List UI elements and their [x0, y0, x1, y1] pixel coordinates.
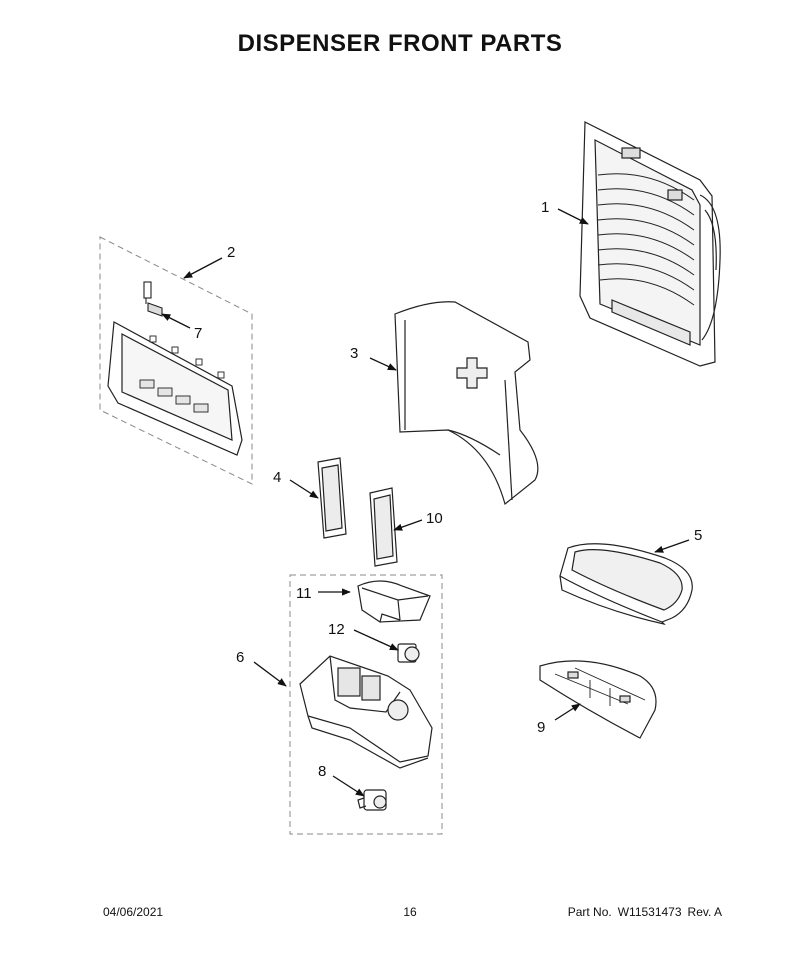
- part-10-trim-pad[interactable]: [369, 487, 398, 567]
- part-12-actuator[interactable]: [397, 643, 420, 663]
- callout-1: 1: [541, 199, 549, 216]
- callout-11: 11: [296, 585, 312, 602]
- part-3-cover-panel[interactable]: [394, 301, 539, 506]
- callout-5: 5: [694, 527, 702, 544]
- part-1-dispenser-housing[interactable]: [579, 121, 721, 367]
- callout-9: 9: [537, 719, 545, 736]
- callout-12: 12: [328, 621, 345, 638]
- part-2-group-outline: [99, 236, 253, 485]
- callout-4: 4: [273, 469, 281, 486]
- part-7-switch[interactable]: [143, 281, 163, 317]
- part-8-solenoid[interactable]: [357, 789, 387, 811]
- leader-arrows: [161, 208, 690, 797]
- part-4-trim-pad[interactable]: [317, 457, 347, 539]
- part-11-chute[interactable]: [357, 580, 431, 623]
- part-6-group-outline: [289, 574, 443, 835]
- part-number-value: W11531473: [617, 905, 682, 919]
- part-6-dispenser-module[interactable]: [299, 655, 433, 769]
- footer-page-number: 16: [403, 905, 417, 919]
- part-2-interface-bezel[interactable]: [107, 321, 243, 456]
- callout-2: 2: [227, 244, 235, 261]
- page-title: DISPENSER FRONT PARTS: [237, 30, 563, 57]
- callout-10: 10: [426, 510, 443, 527]
- callout-3: 3: [350, 345, 358, 362]
- part-5-drip-tray[interactable]: [559, 543, 693, 626]
- callout-8: 8: [318, 763, 326, 780]
- callout-7: 7: [194, 325, 202, 342]
- footer-date: 04/06/2021: [103, 905, 164, 919]
- footer-part-number: Part No. W11531473 Rev. A: [568, 905, 722, 919]
- callout-6: 6: [236, 649, 244, 666]
- part-number-label: Part No.: [567, 905, 612, 919]
- part-9-grille[interactable]: [539, 660, 657, 739]
- revision: Rev. A: [687, 905, 722, 919]
